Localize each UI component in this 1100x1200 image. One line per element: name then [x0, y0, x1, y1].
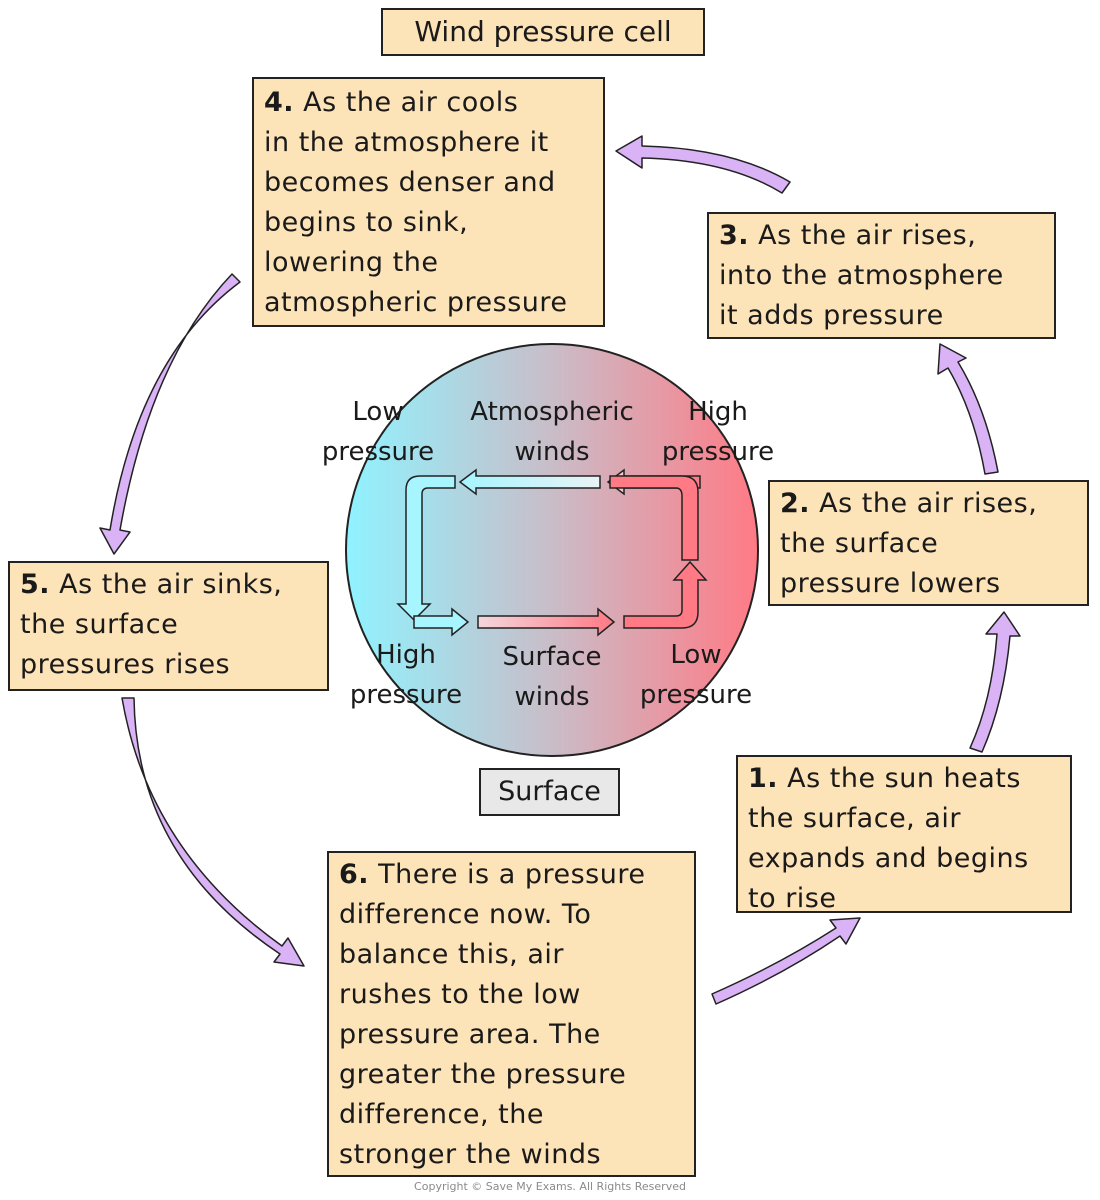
step-4-line-6: atmospheric pressure: [264, 287, 568, 318]
cycle-arrow-1-to-2: [969, 611, 1021, 753]
pressure-cell-circle: [345, 343, 759, 757]
cycle-arrow-5-to-6: [121, 697, 305, 967]
cycle-arrow-4-to-5: [99, 273, 241, 555]
step-6-line-2: difference now. To: [339, 899, 592, 930]
step-1-line-3: expands and begins: [748, 843, 1029, 874]
step-6-line-7: difference, the: [339, 1099, 544, 1130]
step-1-line-2: the surface, air: [748, 803, 961, 834]
label-atmospheric-winds: Atmospheric winds: [470, 397, 634, 467]
surface-wind-arrow-center: [477, 607, 616, 637]
label-low-pressure-bottom: Low pressure: [639, 640, 753, 710]
step-5-line-1: 5. As the air sinks,: [20, 569, 283, 600]
cycle-arrow-2-to-3: [937, 343, 999, 475]
step-1-line-4: to rise: [748, 883, 837, 914]
copyright-notice: Copyright © Save My Exams. All Rights Re…: [414, 1180, 686, 1193]
cycle-arrow-3-to-4: [615, 135, 791, 194]
step-3-box: 3. As the air rises, into the atmosphere…: [707, 212, 1056, 339]
step-3-number: 3.: [719, 220, 750, 251]
step-6-line-1: 6. There is a pressure: [339, 859, 646, 890]
step-4-line-1: 4. As the air cools: [264, 87, 519, 118]
step-5-number: 5.: [20, 569, 51, 600]
step-6-line-3: balance this, air: [339, 939, 564, 970]
step-6-line-6: greater the pressure: [339, 1059, 627, 1090]
step-3-line-1: 3. As the air rises,: [719, 220, 977, 251]
step-5-line-3: pressures rises: [20, 649, 231, 680]
circulation-arrows: [396, 468, 708, 637]
step-3-line-2: into the atmosphere: [719, 260, 1004, 291]
step-4-line-2: in the atmosphere it: [264, 127, 549, 158]
step-2-line-3: pressure lowers: [780, 568, 1001, 599]
step-1-box: 1. As the sun heats the surface, air exp…: [736, 755, 1072, 914]
step-1-line-1: 1. As the sun heats: [748, 763, 1021, 794]
step-2-line-2: the surface: [780, 528, 939, 559]
label-surface-winds: Surface winds: [502, 642, 602, 712]
step-6-line-5: pressure area. The: [339, 1019, 601, 1050]
step-4-number: 4.: [264, 87, 295, 118]
step-1-number: 1.: [748, 763, 779, 794]
diagram-title: Wind pressure cell: [381, 8, 705, 56]
step-4-box: 4. As the air cools in the atmosphere it…: [252, 77, 605, 327]
step-5-line-2: the surface: [20, 609, 179, 640]
step-6-line-4: rushes to the low: [339, 979, 581, 1010]
step-2-box: 2. As the air rises, the surface pressur…: [768, 480, 1089, 606]
step-4-line-5: lowering the: [264, 247, 439, 278]
step-4-line-3: becomes denser and: [264, 167, 556, 198]
step-3-line-3: it adds pressure: [719, 300, 944, 331]
step-2-number: 2.: [780, 488, 811, 519]
surface-label: Surface: [479, 768, 620, 816]
sinking-air-arrow: [396, 475, 456, 622]
step-2-line-1: 2. As the air rises,: [780, 488, 1038, 519]
cycle-arrows: [99, 135, 1021, 1005]
step-6-line-8: stronger the winds: [339, 1139, 602, 1170]
step-6-number: 6.: [339, 859, 370, 890]
rising-air-arrow: [623, 560, 708, 629]
label-low-pressure-top: Low pressure: [321, 397, 435, 467]
surface-wind-arrow-left: [413, 607, 470, 637]
cycle-arrow-6-to-1: [711, 917, 861, 1005]
rising-air-column: [609, 475, 699, 561]
atmospheric-wind-arrow-left: [458, 468, 601, 496]
step-5-box: 5. As the air sinks, the surface pressur…: [8, 561, 329, 691]
step-4-line-4: begins to sink,: [264, 207, 469, 238]
label-high-pressure-top: High pressure: [661, 397, 775, 467]
step-6-box: 6. There is a pressure difference now. T…: [327, 851, 696, 1177]
label-high-pressure-bottom: High pressure: [349, 640, 463, 710]
